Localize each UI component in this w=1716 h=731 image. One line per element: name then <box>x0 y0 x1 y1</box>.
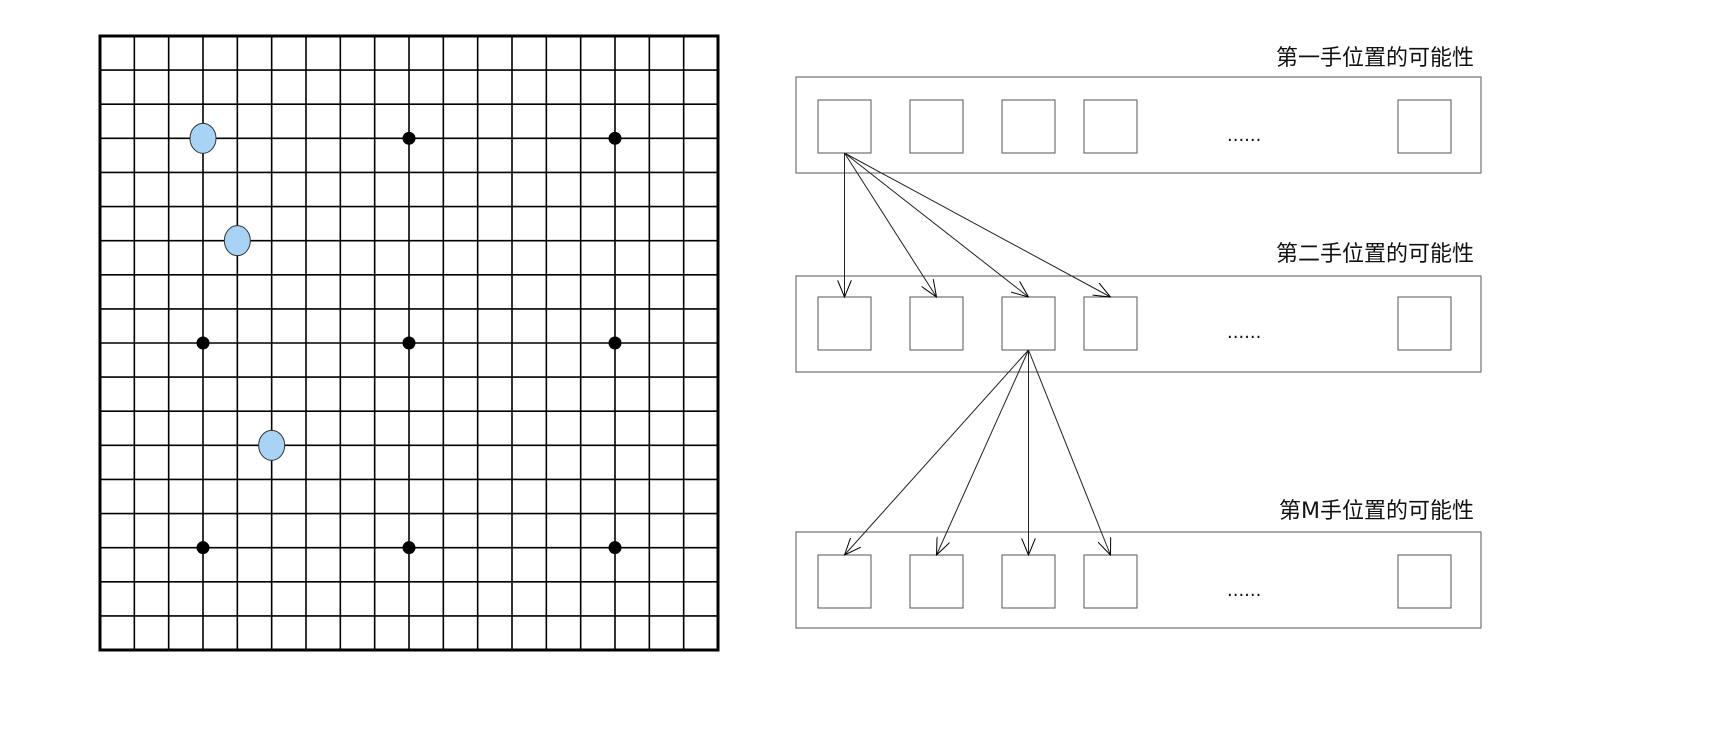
row-2-box-4 <box>1083 296 1138 351</box>
star-point <box>402 541 416 555</box>
stone <box>189 122 217 154</box>
star-point <box>608 131 622 145</box>
row-m-box-2 <box>909 554 964 609</box>
go-board <box>98 34 720 652</box>
row-2-ellipsis: ...... <box>1227 322 1261 343</box>
row-m-ellipsis: ...... <box>1227 580 1261 601</box>
transition-arrows <box>844 152 1111 555</box>
star-points <box>196 131 622 555</box>
star-point <box>608 336 622 350</box>
row-1-box-last <box>1397 99 1452 154</box>
row-1-ellipsis: ...... <box>1227 125 1261 146</box>
row-1-box-1 <box>817 99 872 154</box>
move-row-1: 第一手位置的可能性 ...... <box>795 46 1482 174</box>
move-row-m: 第M手位置的可能性 ...... <box>795 499 1482 629</box>
arrow <box>937 349 1029 555</box>
board-border <box>98 34 720 652</box>
move-tree: 第一手位置的可能性 ...... 第二手位置的可能性 ...... 第M手位置的… <box>795 46 1482 629</box>
row-2-label: 第二手位置的可能性 <box>1276 242 1474 267</box>
star-point <box>196 541 210 555</box>
row-2-box-1 <box>817 296 872 351</box>
row-2-box-3 <box>1001 296 1056 351</box>
row-1-label: 第一手位置的可能性 <box>1276 46 1474 71</box>
row-1-box-2 <box>909 99 964 154</box>
arrow <box>844 152 937 297</box>
row-m-box-4 <box>1083 554 1138 609</box>
row-1-box-4 <box>1083 99 1138 154</box>
row-2-box-last <box>1397 296 1452 351</box>
row-m-label: 第M手位置的可能性 <box>1279 499 1474 524</box>
star-point <box>402 336 416 350</box>
row-2-box-2 <box>909 296 964 351</box>
row-m-box-last <box>1397 554 1452 609</box>
row-m-box-3 <box>1001 554 1056 609</box>
row-m-container <box>795 531 1482 629</box>
arrow <box>844 152 1029 297</box>
row-1-container <box>795 76 1482 174</box>
stone <box>223 225 251 257</box>
row-m-box-1 <box>817 554 872 609</box>
arrow <box>1028 349 1111 555</box>
arrow <box>844 152 1111 297</box>
star-point <box>608 541 622 555</box>
arrow <box>845 349 1029 555</box>
move-row-2: 第二手位置的可能性 ...... <box>795 242 1482 373</box>
star-point <box>196 336 210 350</box>
stone <box>258 429 286 461</box>
stones <box>189 122 286 461</box>
row-2-container <box>795 275 1482 373</box>
row-1-box-3 <box>1001 99 1056 154</box>
star-point <box>402 131 416 145</box>
